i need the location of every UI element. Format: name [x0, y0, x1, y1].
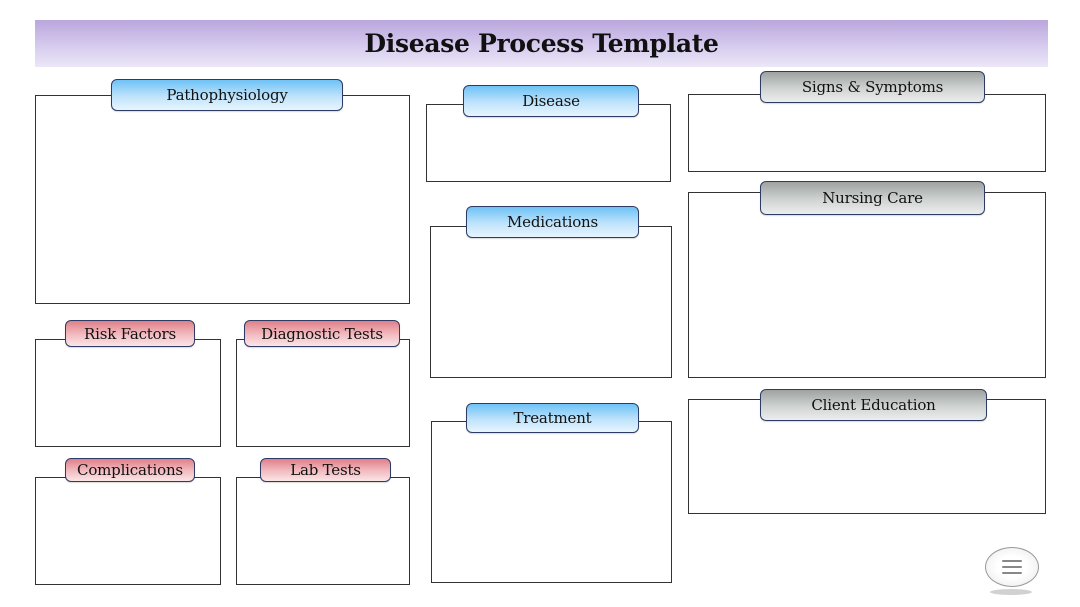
complications-box[interactable]: [35, 477, 221, 585]
diagnostic-tests-label: Diagnostic Tests: [261, 324, 383, 343]
signs-symptoms-tab: Signs & Symptoms: [760, 71, 985, 103]
pathophysiology-box[interactable]: [35, 95, 410, 304]
nursing-care-box[interactable]: [688, 192, 1046, 378]
risk-factors-box[interactable]: [35, 339, 221, 447]
page-title: Disease Process Template: [364, 29, 719, 58]
complications-label: Complications: [77, 461, 183, 479]
stamp-shadow: [990, 589, 1032, 595]
disease-label: Disease: [522, 92, 580, 110]
diagnostic-tests-tab: Diagnostic Tests: [244, 320, 400, 347]
signs-symptoms-box[interactable]: [688, 94, 1046, 172]
lab-tests-box[interactable]: [236, 477, 410, 585]
client-education-tab: Client Education: [760, 389, 987, 421]
complications-tab: Complications: [65, 458, 195, 482]
medications-label: Medications: [507, 213, 598, 231]
client-education-label: Client Education: [811, 396, 936, 414]
treatment-tab: Treatment: [466, 403, 639, 433]
nursing-care-label: Nursing Care: [822, 189, 923, 207]
treatment-label: Treatment: [513, 409, 592, 427]
treatment-box[interactable]: [431, 421, 672, 583]
diagnostic-tests-box[interactable]: [236, 339, 410, 447]
pathophysiology-label: Pathophysiology: [166, 86, 288, 104]
pathophysiology-tab: Pathophysiology: [111, 79, 343, 111]
medications-tab: Medications: [466, 206, 639, 238]
risk-factors-tab: Risk Factors: [65, 320, 195, 347]
signs-symptoms-label: Signs & Symptoms: [801, 78, 944, 96]
disease-tab: Disease: [463, 85, 639, 117]
lab-tests-tab: Lab Tests: [260, 458, 391, 482]
medications-box[interactable]: [430, 226, 672, 378]
risk-factors-label: Risk Factors: [84, 324, 176, 343]
title-banner: Disease Process Template: [35, 20, 1048, 67]
nursing-care-tab: Nursing Care: [760, 181, 985, 215]
stamp-logo-icon: [985, 547, 1039, 587]
lab-tests-label: Lab Tests: [290, 461, 361, 479]
